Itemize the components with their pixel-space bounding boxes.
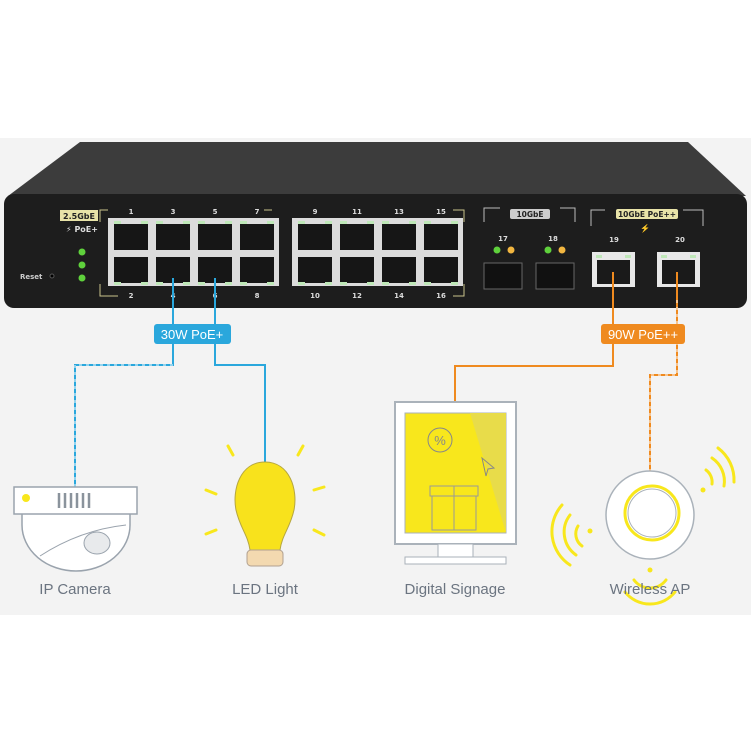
port-number: 11 [352,208,362,216]
device-label-wireless-ap: Wireless AP [610,581,691,598]
network-switch: 2.5GbE ⚡ PoE+ Reset 12345678910111213141… [4,142,747,308]
poe-plus-label: 30W PoE+ [161,327,224,342]
sfp-port-18[interactable] [535,262,575,290]
port-number: 13 [394,208,404,216]
port-18-act-led [558,246,566,254]
lightning-icon: ⚡ [640,223,650,233]
rj45-port-10[interactable] [298,257,332,285]
rj45-port-3[interactable] [156,221,190,250]
rj45-port-11[interactable] [340,221,374,250]
cable-to-signage [454,272,614,404]
port-number: 17 [498,235,508,243]
rj45-port-1[interactable] [114,221,148,250]
badge-2-5gbe-text: 2.5GbE [63,212,95,221]
ip-camera-illustration [13,486,138,572]
percent-icon [427,427,453,453]
wifi-signal-icon [550,446,736,606]
poe-plus-text: ⚡ PoE+ [66,225,98,234]
rj45-port-12[interactable] [340,257,374,285]
rj45-port-7[interactable] [240,221,274,250]
sfp-port-17[interactable] [483,262,523,290]
port-number: 9 [313,208,318,216]
rj45-port-14[interactable] [382,257,416,285]
badge-10gbe-poe-text: 10GbE PoE++ [618,210,676,219]
port-number: 18 [548,235,558,243]
port-number: 12 [352,292,362,300]
port-number: 20 [675,236,685,244]
port-17-link-led [493,246,501,254]
badge-10gbe [510,209,550,219]
bracket-10gbe-poe [590,209,704,226]
reset-button[interactable] [49,273,55,279]
rj45-port-9[interactable] [298,221,332,250]
rj45-port-15[interactable] [424,221,458,250]
port-18-link-led [544,246,552,254]
port-number: 5 [213,208,218,216]
status-led [78,248,86,256]
port-number: 7 [255,208,260,216]
rj45-port-5[interactable] [198,221,232,250]
device-label-ip-camera: IP Camera [39,581,111,598]
device-label-digital-signage: Digital Signage [405,581,506,598]
device-label-led-light: LED Light [232,581,299,598]
port-number: 19 [609,236,619,244]
fan-led [78,274,86,282]
badge-10gbe-poe [616,209,678,219]
port-number: 16 [436,292,446,300]
rj45-port-8[interactable] [240,257,274,285]
port-number: 3 [171,208,176,216]
rj45-port-16[interactable] [424,257,458,285]
rj45-port-2[interactable] [114,257,148,285]
poe-plus-label-box [154,324,231,344]
poe-plus-cables [74,278,266,488]
bracket-10gbe [483,207,576,222]
badge-10gbe-text: 10GbE [516,210,543,219]
led-bulb-illustration [204,444,326,567]
svg-text:%: % [434,433,446,448]
reset-label: Reset [20,273,43,281]
poe-plusplus-label-box [601,324,685,344]
badge-2-5gbe [60,210,98,221]
poe-plusplus-label: 90W PoE++ [608,327,678,342]
digital-signage-illustration: % [394,401,517,565]
port-number: 2 [129,292,134,300]
port-number: 1 [129,208,134,216]
rj45-port-13[interactable] [382,221,416,250]
port-17-act-led [507,246,515,254]
rj45-port-20[interactable] [657,252,700,287]
port-number: 8 [255,292,260,300]
power-led [78,261,86,269]
port-number: 10 [310,292,320,300]
wireless-ap-illustration [550,446,736,606]
cable-to-light [214,278,266,462]
port-number: 14 [394,292,404,300]
port-number: 15 [436,208,446,216]
switch-top [8,142,746,196]
cursor-icon [481,456,496,477]
